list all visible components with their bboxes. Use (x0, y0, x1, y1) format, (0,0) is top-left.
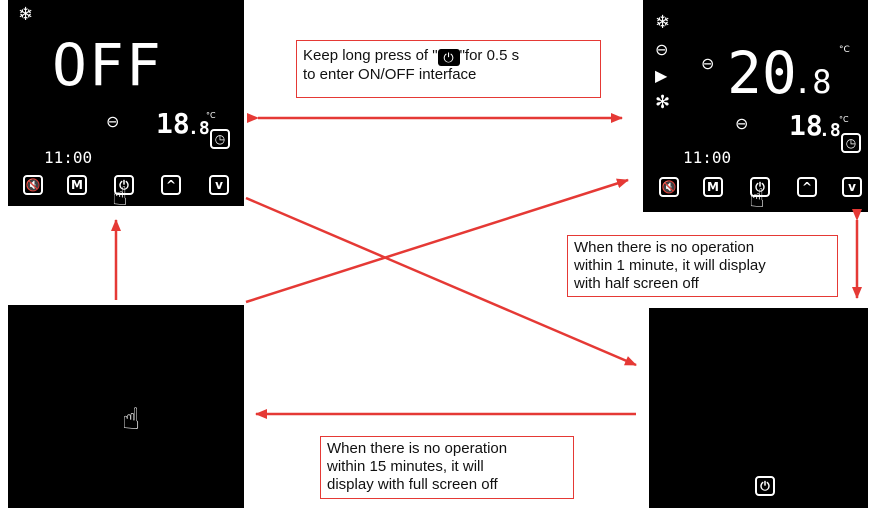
arrow-fulloff-to-on (245, 178, 629, 304)
clock-icon: ◷ (841, 133, 861, 153)
half-off-screen-panel: ⏻ (649, 308, 868, 508)
long-press-line-2: to enter ON/OFF interface (303, 66, 477, 83)
enter-icon: ⊖ (701, 54, 715, 73)
set-temp-unit: °C (839, 45, 850, 55)
clock-time: 11:00 (683, 148, 732, 167)
power-icon: ⏻ (437, 49, 460, 66)
full-off-line-3: display with full screen off (327, 476, 498, 493)
hand-pointer-icon: ☝ (112, 182, 128, 212)
power-button[interactable]: ⏻ (750, 177, 770, 197)
power-button[interactable]: ⏻ (755, 476, 775, 496)
snowflake-icon: ❄ (18, 4, 34, 25)
enter-icon: ⊖ (106, 112, 120, 131)
mode-button[interactable]: M (67, 175, 87, 195)
long-press-line-1: Keep long press of "⏻"for 0.5 s (303, 47, 594, 66)
full-off-line-1: When there is no operation (327, 440, 508, 457)
clock-icon: ◷ (210, 129, 230, 149)
hand-pointer-icon: ☝ (749, 184, 765, 214)
long-press-text-a: Keep long press of " (303, 47, 438, 64)
on-screen-panel: ❄ ⊖ ▶ ✻ ⊖ 20 .8 °C ⊖ 18 .8 °C ◷ 11:00 🔇 … (643, 0, 868, 212)
hand-pointer-icon: ☝ (122, 402, 141, 437)
full-off-line-2: within 15 minutes, it will (327, 458, 484, 475)
room-temp-integer: 18 (156, 107, 190, 140)
room-temp-integer: 18 (789, 109, 823, 142)
long-press-text-b: "for 0.5 s (459, 47, 520, 64)
down-button[interactable]: v (209, 175, 229, 195)
enter-icon-2: ⊖ (735, 114, 749, 133)
long-press-note: Keep long press of "⏻"for 0.5 s to enter… (296, 40, 601, 98)
off-display-text: OFF (52, 31, 163, 99)
snowflake-icon: ❄ (655, 12, 671, 33)
down-button[interactable]: v (842, 177, 862, 197)
mode-button[interactable]: M (703, 177, 723, 197)
half-off-line-2: within 1 minute, it will display (574, 257, 766, 274)
half-off-note: When there is no operation within 1 minu… (567, 235, 838, 297)
temp-unit: °C (206, 111, 216, 120)
full-off-screen-panel: ☝ (8, 305, 244, 508)
dry-mode-icon: ⊖ (655, 40, 669, 59)
mute-button[interactable]: 🔇 (23, 175, 43, 195)
heat-mode-icon: ✻ (655, 92, 671, 113)
up-button[interactable]: ^ (797, 177, 817, 197)
half-off-line-3: with half screen off (574, 275, 699, 292)
full-off-note: When there is no operation within 15 min… (320, 436, 574, 499)
temp-unit: °C (839, 115, 849, 124)
set-temp-integer: 20 (727, 39, 797, 107)
power-button[interactable]: ⏻ (114, 175, 134, 195)
room-temp-decimal: .8 (188, 118, 210, 139)
room-temp-decimal: .8 (819, 120, 841, 141)
off-screen-panel: ❄ OFF ⊖ 18 .8 °C ◷ 11:00 🔇 M ⏻ ^ v ☝ (8, 0, 244, 210)
fan-mode-icon: ▶ (655, 66, 668, 85)
arrow-off-to-halfoff (245, 196, 637, 367)
half-off-line-1: When there is no operation (574, 239, 755, 256)
mute-button[interactable]: 🔇 (659, 177, 679, 197)
clock-time: 11:00 (44, 148, 93, 167)
set-temp-decimal: .8 (793, 63, 832, 101)
up-button[interactable]: ^ (161, 175, 181, 195)
